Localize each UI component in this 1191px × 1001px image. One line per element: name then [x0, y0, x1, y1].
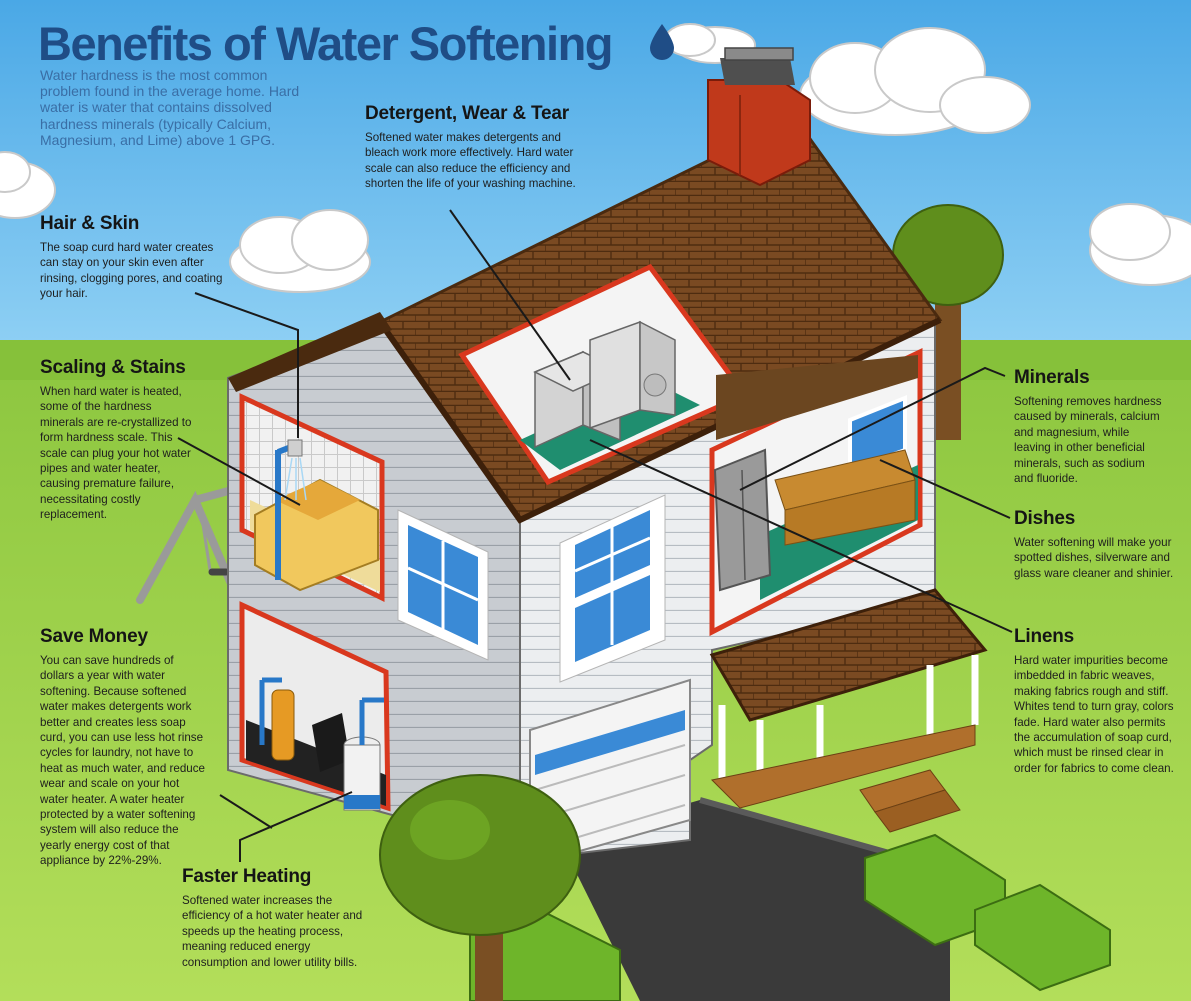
cloud — [0, 151, 56, 219]
section-body: When hard water is heated, some of the h… — [40, 385, 192, 522]
section-heading: Dishes — [1014, 508, 1076, 529]
utility-cutaway — [239, 601, 391, 812]
window — [559, 494, 666, 683]
water-drop-icon — [650, 24, 674, 60]
callout-line-hair-skin — [194, 292, 299, 438]
callout-line-scaling — [177, 437, 301, 506]
driveway — [560, 800, 950, 1001]
section-body: Hard water impurities become imbedded in… — [1014, 654, 1174, 775]
section-body: Softened water makes detergents and blea… — [365, 131, 576, 191]
section-body: You can save hundreds of dollars a year … — [40, 654, 205, 868]
section-body: Softened water increases the efficiency … — [182, 894, 363, 969]
section-heading: Save Money — [40, 626, 148, 647]
callout-line-detergent — [449, 209, 571, 381]
bathroom-cutaway — [239, 393, 385, 602]
chimney — [707, 47, 811, 187]
section-heading: Detergent, Wear & Tear — [365, 103, 569, 124]
callout-line-linens — [589, 439, 1013, 633]
page-title: Benefits of Water Softening — [38, 17, 614, 70]
section-body: The soap curd hard water creates can sta… — [40, 241, 223, 301]
tree — [379, 774, 581, 1001]
section-heading: Scaling & Stains — [40, 357, 186, 378]
section-faster-heating: Faster Heating Softened water increases … — [182, 866, 378, 970]
callout-line-dishes — [879, 459, 1011, 519]
callout-line-save-money — [219, 794, 273, 829]
intro-text: Water hardness is the most common proble… — [40, 67, 300, 148]
porch — [709, 588, 988, 833]
section-heading: Linens — [1014, 626, 1075, 647]
callout-line-minerals — [739, 366, 1006, 491]
kitchen-cutaway — [709, 348, 923, 637]
cloud — [1089, 203, 1191, 286]
section-hair-skin: Hair & Skin The soap curd hard water cre… — [40, 213, 228, 302]
cloud — [799, 27, 1031, 136]
section-heading: Faster Heating — [182, 866, 312, 887]
roof-left-gable — [228, 312, 392, 392]
section-scaling-stains: Scaling & Stains When hard water is heat… — [40, 357, 192, 523]
cloud — [229, 209, 371, 293]
callout-line-faster-heating — [239, 791, 353, 862]
section-body: Water softening will make your spotted d… — [1014, 536, 1174, 580]
window — [397, 509, 489, 661]
section-dishes: Dishes Water softening will make your sp… — [1014, 508, 1174, 581]
section-body: Softening removes hardness caused by min… — [1014, 395, 1162, 486]
section-heading: Hair & Skin — [40, 213, 140, 234]
hedge — [974, 883, 1111, 992]
section-minerals: Minerals Softening removes hardness caus… — [1014, 367, 1164, 486]
section-save-money: Save Money You can save hundreds of doll… — [40, 626, 210, 869]
section-linens: Linens Hard water impurities become imbe… — [1014, 626, 1174, 776]
section-detergent: Detergent, Wear & Tear Softened water ma… — [365, 103, 593, 192]
section-heading: Minerals — [1014, 367, 1090, 388]
swing-set — [136, 486, 242, 604]
